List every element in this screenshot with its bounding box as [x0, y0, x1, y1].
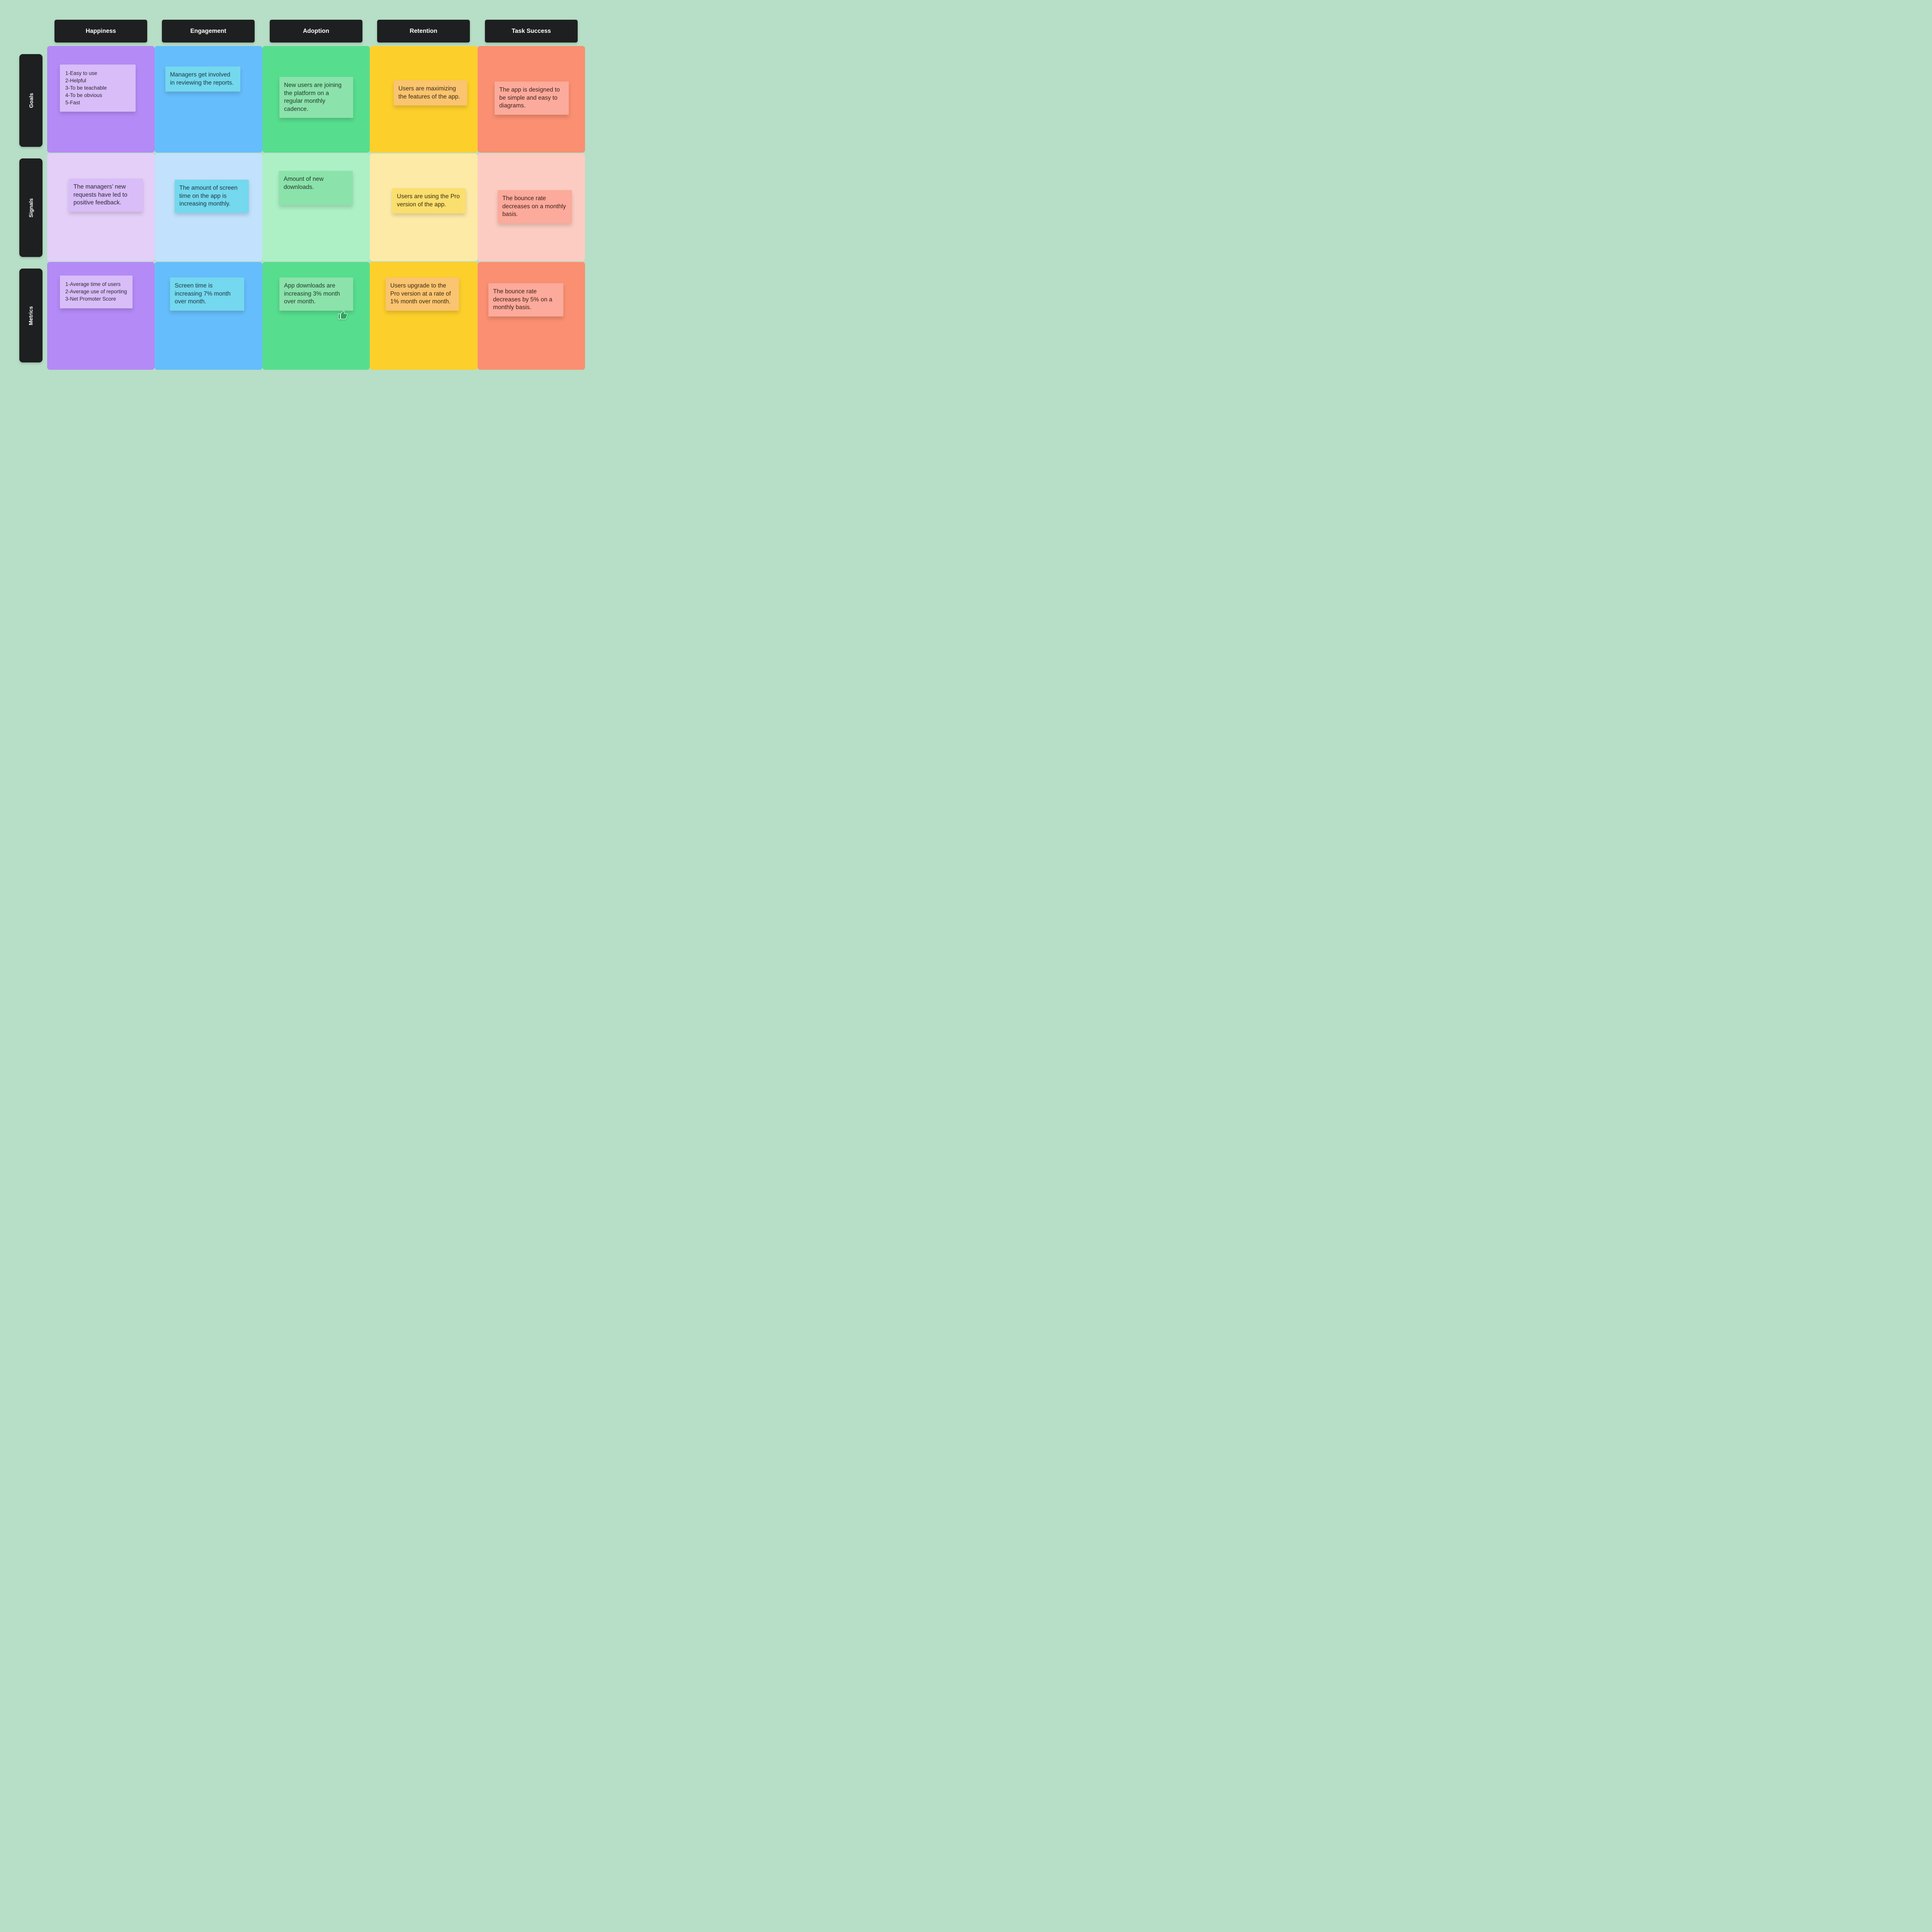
cell-happiness-signals[interactable]: The managers’ new requests have led to p…: [47, 153, 155, 261]
thumbs-up-reaction-icon: [338, 311, 347, 320]
cell-happiness-goals[interactable]: 1-Easy to use 2-Helpful 3-To be teachabl…: [47, 46, 155, 153]
heart-framework-board: Happiness Engagement Adoption Retention …: [0, 0, 601, 386]
note-adoption-goals[interactable]: New users are joining the platform on a …: [279, 77, 353, 118]
row-label-text: Goals: [28, 93, 34, 108]
note-adoption-signals[interactable]: Amount of new downloads.: [279, 171, 353, 205]
note-retention-goals[interactable]: Users are maximizing the features of the…: [394, 80, 467, 106]
note-retention-signals[interactable]: Users are using the Pro version of the a…: [392, 188, 466, 214]
row-label-goals[interactable]: Goals: [19, 54, 43, 147]
note-happiness-metrics[interactable]: 1-Average time of users 2-Average use of…: [60, 276, 133, 308]
row-label-signals[interactable]: Signals: [19, 158, 43, 257]
note-task-success-metrics[interactable]: The bounce rate decreases by 5% on a mon…: [488, 283, 563, 316]
column-header-label: Engagement: [190, 27, 226, 34]
note-task-success-goals[interactable]: The app is designed to be simple and eas…: [495, 82, 569, 115]
column-header-label: Retention: [410, 27, 437, 34]
note-happiness-signals[interactable]: The managers’ new requests have led to p…: [69, 179, 143, 212]
cell-task-success-metrics[interactable]: The bounce rate decreases by 5% on a mon…: [478, 262, 585, 370]
note-happiness-goals[interactable]: 1-Easy to use 2-Helpful 3-To be teachabl…: [60, 65, 136, 112]
cell-task-success-signals[interactable]: The bounce rate decreases on a monthly b…: [478, 153, 585, 261]
column-header-engagement[interactable]: Engagement: [162, 20, 255, 43]
column-header-task-success[interactable]: Task Success: [485, 20, 578, 43]
column-header-adoption[interactable]: Adoption: [270, 20, 362, 43]
row-label-metrics[interactable]: Metrics: [19, 269, 43, 362]
note-adoption-metrics[interactable]: App downloads are increasing 3% month ov…: [279, 277, 353, 311]
column-header-label: Task Success: [512, 27, 551, 34]
cell-adoption-signals[interactable]: Amount of new downloads.: [262, 153, 370, 261]
cell-adoption-metrics[interactable]: App downloads are increasing 3% month ov…: [262, 262, 370, 370]
cell-adoption-goals[interactable]: New users are joining the platform on a …: [262, 46, 370, 153]
note-task-success-signals[interactable]: The bounce rate decreases on a monthly b…: [498, 190, 572, 223]
cell-task-success-goals[interactable]: The app is designed to be simple and eas…: [478, 46, 585, 153]
note-engagement-signals[interactable]: The amount of screen time on the app is …: [175, 180, 249, 213]
row-label-text: Signals: [27, 198, 34, 218]
column-header-retention[interactable]: Retention: [377, 20, 470, 43]
note-retention-metrics[interactable]: Users upgrade to the Pro version at a ra…: [386, 277, 459, 311]
cell-retention-metrics[interactable]: Users upgrade to the Pro version at a ra…: [370, 262, 478, 370]
cell-engagement-goals[interactable]: Managers get involved in reviewing the r…: [155, 46, 262, 153]
cell-retention-signals[interactable]: Users are using the Pro version of the a…: [370, 153, 478, 261]
note-engagement-metrics[interactable]: Screen time is increasing 7% month over …: [170, 277, 244, 311]
cell-engagement-metrics[interactable]: Screen time is increasing 7% month over …: [155, 262, 262, 370]
column-header-label: Adoption: [303, 27, 329, 34]
row-label-text: Metrics: [28, 306, 34, 325]
column-header-label: Happiness: [85, 27, 116, 34]
cell-retention-goals[interactable]: Users are maximizing the features of the…: [370, 46, 478, 153]
column-header-happiness[interactable]: Happiness: [54, 20, 147, 43]
cell-happiness-metrics[interactable]: 1-Average time of users 2-Average use of…: [47, 262, 155, 370]
cell-engagement-signals[interactable]: The amount of screen time on the app is …: [155, 153, 262, 261]
note-engagement-goals[interactable]: Managers get involved in reviewing the r…: [165, 66, 240, 92]
